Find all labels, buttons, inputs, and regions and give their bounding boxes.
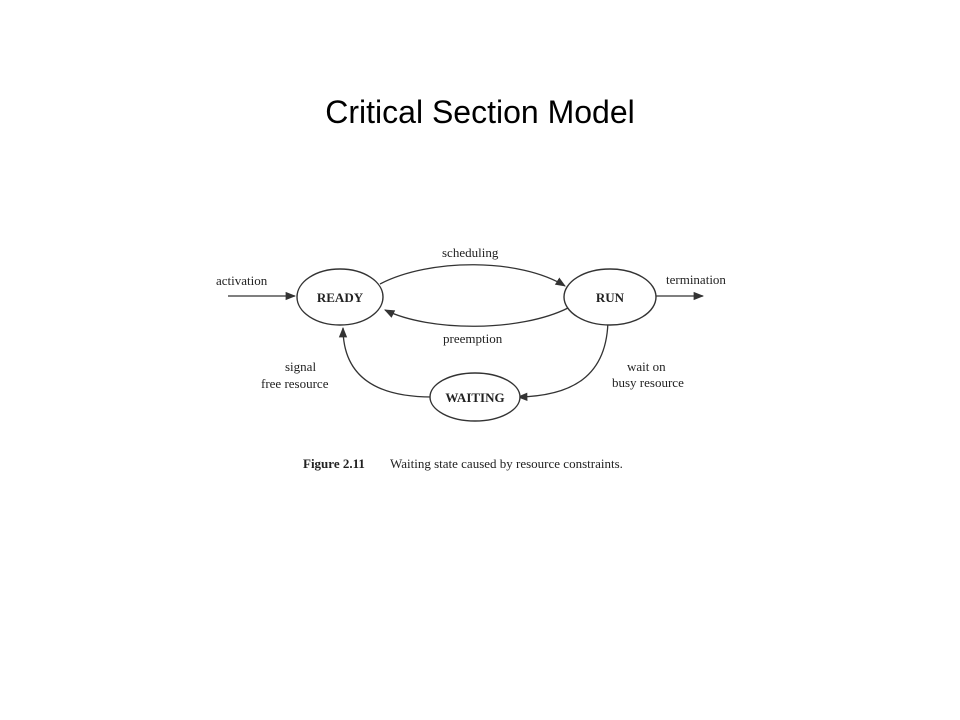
preemption-label: preemption <box>443 331 503 346</box>
signal-edge <box>338 326 433 398</box>
signal-label-line2: free resource <box>261 376 329 391</box>
waiting-node <box>429 372 521 422</box>
scheduling-edge <box>379 264 566 287</box>
ready-label: READY <box>317 290 364 305</box>
run-node <box>563 268 657 326</box>
waiting-label: WAITING <box>445 390 504 405</box>
wait-label-line1: wait on <box>627 359 666 374</box>
figure-number: Figure 2.11 <box>303 456 365 471</box>
wait-label-line2: busy resource <box>612 375 684 390</box>
figure-caption: Waiting state caused by resource constra… <box>390 456 623 471</box>
slide-title: Critical Section Model <box>325 94 635 130</box>
signal-label-line1: signal <box>285 359 316 374</box>
preemption-edge <box>384 307 569 327</box>
run-label: RUN <box>596 290 625 305</box>
activation-label: activation <box>216 273 268 288</box>
termination-label: termination <box>666 272 726 287</box>
scheduling-label: scheduling <box>442 245 499 260</box>
ready-node <box>296 268 384 326</box>
wait-edge <box>516 317 609 401</box>
